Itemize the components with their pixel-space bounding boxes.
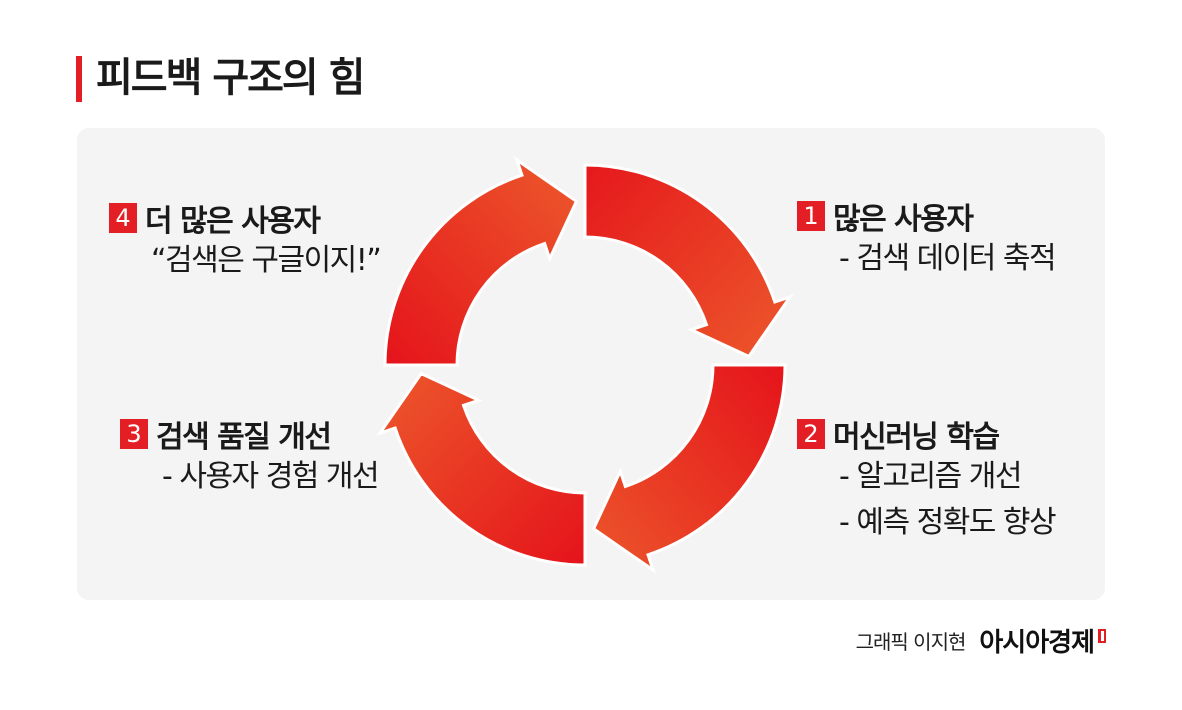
cycle-arrow-top-right (583, 163, 794, 359)
step-2: 2 머신러닝 학습 - 알고리즘 개선 - 예측 정확도 향상 (797, 414, 1057, 546)
cycle-arrow-top-left (383, 156, 579, 367)
step-1: 1 많은 사용자 - 검색 데이터 축적 (797, 196, 1057, 282)
step-number-badge: 1 (797, 201, 825, 231)
step-title: 더 많은 사용자 (145, 204, 321, 239)
step-number-badge: 4 (109, 203, 137, 233)
step-title: 검색 품질 개선 (156, 420, 332, 455)
step-title: 머신러닝 학습 (833, 420, 1000, 455)
step-number-badge: 2 (797, 419, 825, 449)
step-title: 많은 사용자 (833, 202, 974, 237)
graphic-credit: 그래픽 이지현 (855, 629, 967, 654)
step-number-badge: 3 (120, 419, 148, 449)
credit-line: 그래픽 이지현 아시아경제 (856, 620, 1106, 660)
step-detail: - 예측 정확도 향상 (839, 505, 1057, 540)
title-accent-bar (76, 56, 82, 102)
step-4: 4 더 많은 사용자 “검색은 구글이지!” (109, 198, 382, 284)
step-detail: - 사용자 경험 개선 (162, 459, 380, 494)
page-title: 피드백 구조의 힘 (96, 55, 365, 101)
cycle-arrow-bottom-left (376, 371, 587, 567)
publisher-logo: 아시아경제 (979, 627, 1095, 658)
step-3: 3 검색 품질 개선 - 사용자 경험 개선 (120, 414, 380, 500)
cycle-arrow-bottom-right (591, 363, 787, 574)
step-detail: - 검색 데이터 축적 (839, 241, 1057, 276)
logo-mark-icon (1098, 629, 1106, 643)
step-quote: “검색은 구글이지!” (151, 243, 382, 278)
step-detail: - 알고리즘 개선 (839, 459, 1023, 494)
